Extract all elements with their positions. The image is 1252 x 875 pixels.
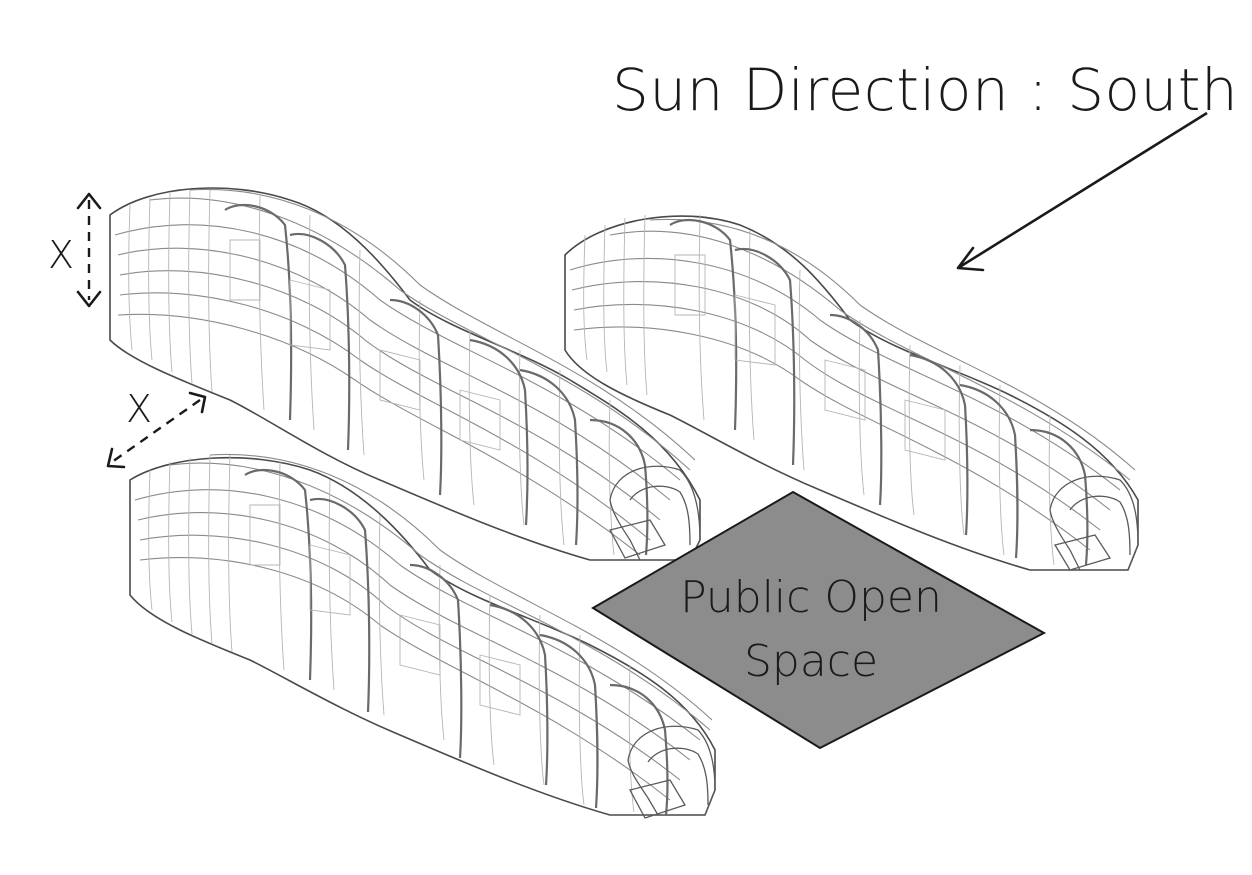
vertical-dimension-label: X [48, 233, 74, 277]
spacing-dimension-arrow-icon [106, 391, 207, 469]
public-open-space-plaza: Public Open Space [591, 490, 1047, 750]
sun-direction-arrow-icon [956, 111, 1208, 272]
vertical-dimension-arrow-icon [76, 192, 102, 308]
plaza-label-line1: Public Open [680, 572, 942, 623]
sun-direction-title: Sun Direction : South [612, 56, 1238, 124]
greenhouse-structure-top-left [109, 187, 701, 561]
spacing-dimension-label: X [126, 387, 152, 431]
greenhouse-structure-right [564, 214, 1139, 571]
greenhouse-structure-bottom-left [129, 453, 716, 819]
plaza-label-line2: Space [744, 636, 878, 687]
